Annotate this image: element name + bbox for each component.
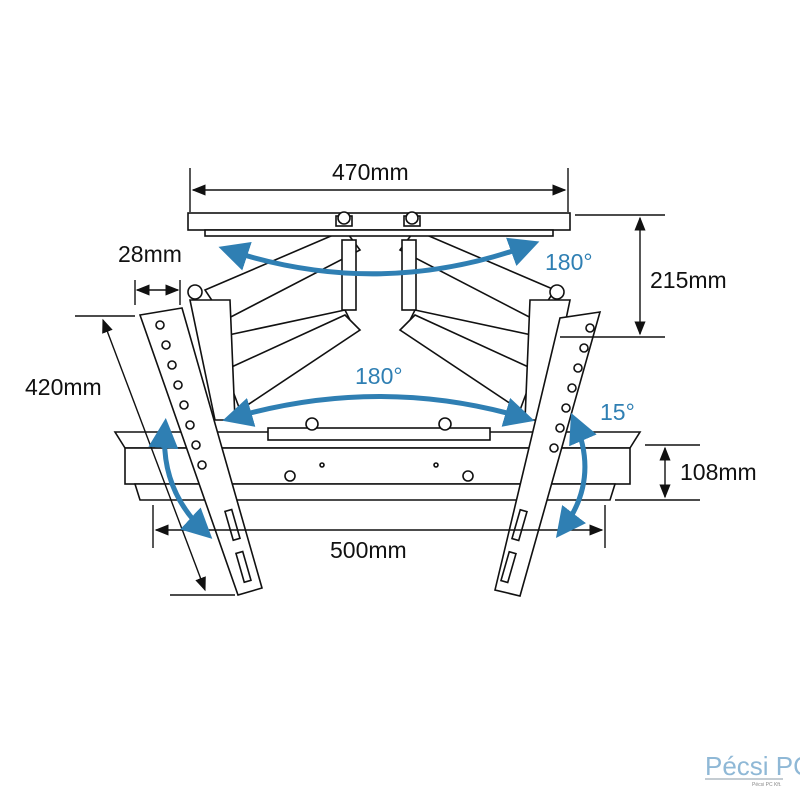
vesa-top-plate (187, 211, 571, 237)
arm-depth-label: 215mm (650, 267, 727, 293)
wall-plate-width-label: 500mm (330, 537, 407, 563)
tilt-arrow-left (148, 418, 213, 539)
top-swivel-arrow (218, 237, 540, 277)
arm-length-label: 420mm (25, 374, 102, 400)
top-plate-width-label: 470mm (332, 159, 409, 185)
dimension-lines (75, 168, 700, 596)
tilt-arrow-right (555, 412, 597, 538)
rotation-arrows (148, 237, 597, 539)
middle-swivel-arrow (222, 394, 535, 427)
middle-swivel-angle: 180° (355, 363, 403, 389)
arm-width-label: 28mm (118, 241, 182, 267)
wall-plate-height-label: 108mm (680, 459, 757, 485)
top-swivel-angle: 180° (545, 249, 593, 275)
swing-arms (189, 229, 571, 441)
watermark-logo: Pécsi PC Pécsi PC Kft. (705, 751, 800, 788)
svg-text:Pécsi PC: Pécsi PC (705, 751, 800, 781)
svg-text:Pécsi PC Kft.: Pécsi PC Kft. (752, 782, 781, 788)
tilt-angle: 15° (600, 399, 635, 425)
